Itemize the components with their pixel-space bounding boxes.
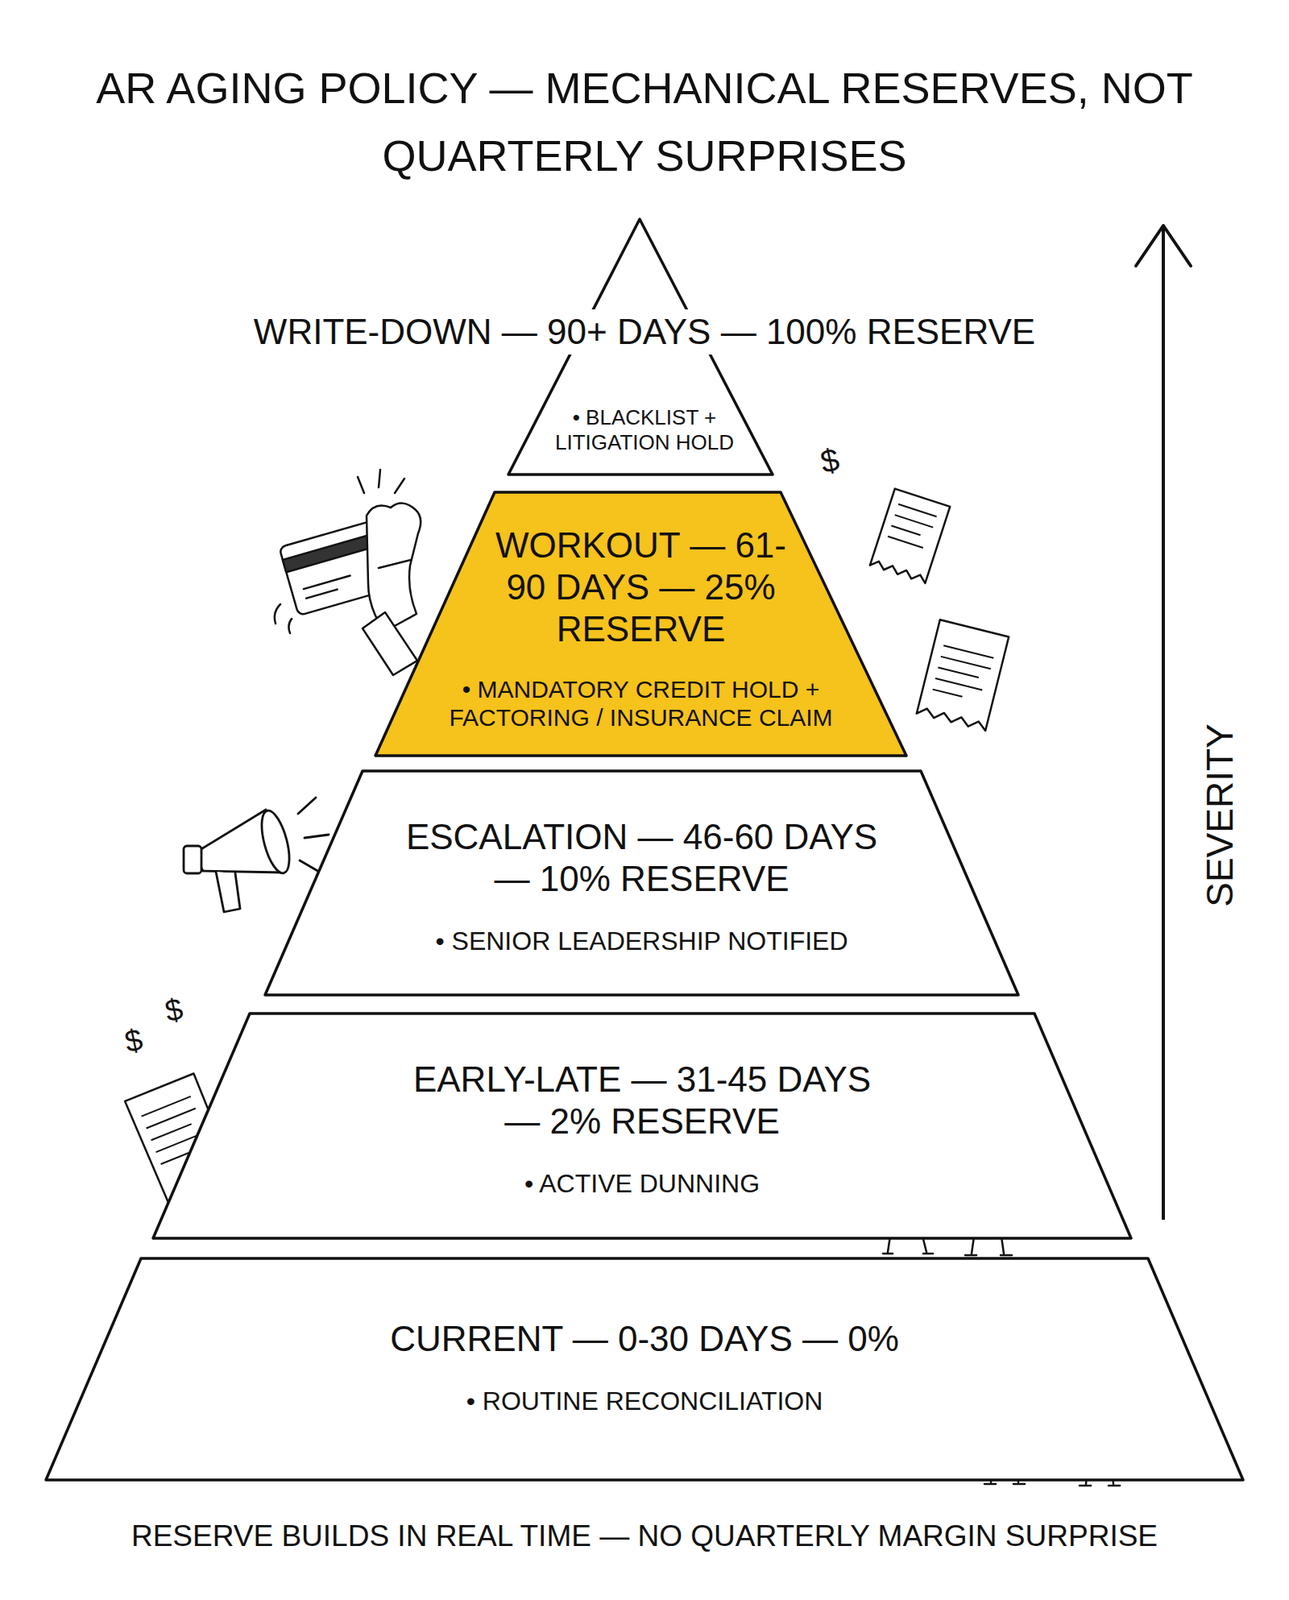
pyramid-tier: WORKOUT — 61-90 DAYS — 25% RESERVE • MAND… bbox=[375, 492, 907, 756]
tier-heading: CURRENT — 0-30 DAYS — 0% bbox=[389, 1318, 900, 1360]
tier-heading: WORKOUT — 61-90 DAYS — 25% RESERVE bbox=[488, 524, 795, 651]
severity-arrow bbox=[1135, 225, 1191, 1220]
dollar-sign: $ bbox=[816, 441, 842, 481]
tier-action: • MANDATORY CREDIT HOLD + FACTORING / IN… bbox=[423, 675, 859, 733]
dollar-sign: $ bbox=[121, 1022, 146, 1060]
receipt-icon bbox=[870, 489, 950, 584]
tier-outline bbox=[45, 1258, 1244, 1480]
title: AR AGING POLICY — MECHANICAL RESERVES, N… bbox=[64, 54, 1225, 190]
tier-action: • SENIOR LEADERSHIP NOTIFIED bbox=[435, 926, 848, 958]
megaphone-icon bbox=[183, 797, 329, 912]
axis-label: SEVERITY bbox=[1197, 723, 1242, 908]
pyramid-tier: WRITE-DOWN — 90+ DAYS — 100% RESERVE • BL… bbox=[201, 219, 1088, 475]
pyramid-tier: EARLY-LATE — 31-45 DAYS — 2% RESERVE • AC… bbox=[153, 1013, 1132, 1239]
card-hand-icon bbox=[274, 469, 421, 676]
pyramid-tier: ESCALATION — 46-60 DAYS — 10% RESERVE • S… bbox=[265, 770, 1019, 995]
pyramid-tier: CURRENT — 0-30 DAYS — 0% • ROUTINE RECONC… bbox=[45, 1258, 1244, 1480]
tier-heading: WRITE-DOWN — 90+ DAYS — 100% RESERVE bbox=[245, 309, 1044, 355]
receipt-icon bbox=[916, 619, 1009, 731]
tier-heading: EARLY-LATE — 31-45 DAYS — 2% RESERVE bbox=[392, 1058, 892, 1143]
caption: RESERVE BUILDS IN REAL TIME — NO QUARTER… bbox=[131, 1519, 1158, 1554]
tier-action: • ROUTINE RECONCILIATION bbox=[466, 1386, 824, 1418]
dollar-sign: $ bbox=[161, 991, 187, 1029]
tier-heading: ESCALATION — 46-60 DAYS — 10% RESERVE bbox=[392, 816, 892, 900]
tier-action: • BLACKLIST + LITIGATION HOLD bbox=[542, 405, 747, 455]
tier-action: • ACTIVE DUNNING bbox=[524, 1168, 760, 1200]
